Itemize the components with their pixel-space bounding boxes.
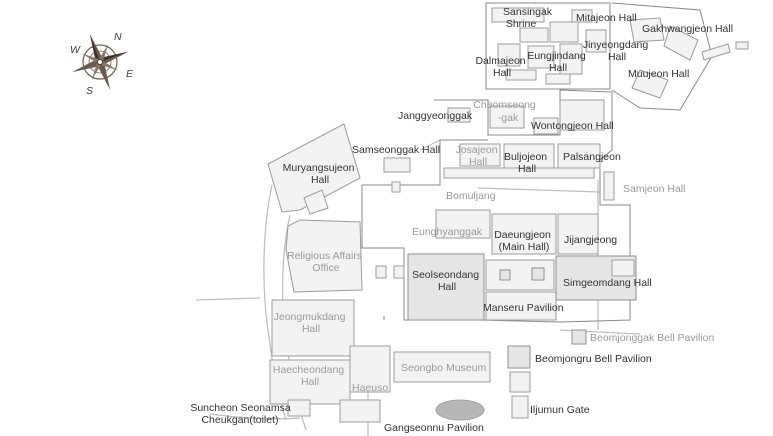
label-bomuljang: Bomuljang [446,190,496,202]
label-palsangjeon: Palsangjeon [563,151,621,163]
labels: Sansingak Shrine Mitajeon Hall Gakhwangj… [190,6,733,434]
compass-rose-icon: N E S W [70,31,134,97]
label-cheomseong: Cheomseong -gak [473,99,538,124]
compass-w: W [70,44,81,56]
label-jinyeongdang: Jinyeongdang Hall [583,39,651,63]
label-simgeomdang: Simgeomdang Hall [563,277,652,289]
label-sansingak: Sansingak Shrine [503,6,555,30]
compass-s: S [86,85,93,97]
label-jijangjeong: Jijangjeong [564,234,617,246]
label-gakhwangjeon: Gakhwangjeon Hall [642,23,733,35]
label-suncheon: Suncheon Seonamsa Cheukgan(toilet) [190,402,293,426]
buildings [267,7,749,423]
label-janggyeonggak: Janggyeonggak [398,110,473,122]
compass-n: N [114,31,122,43]
label-josajeon: Josajeon Hall [456,144,501,168]
label-haecheondang: Haecheondang Hall [273,364,347,388]
label-seolseondang: Seolseondang Hall [412,269,482,293]
label-manseru: Manseru Pavilion [483,302,564,314]
label-daeungjeon: Daeungjeon (Main Hall) [494,229,554,253]
label-beomjonggak: Beomjonggak Bell Pavilion [590,332,714,344]
label-religious: Religious Affairs Office [287,250,365,274]
label-muryangsujeon: Muryangsujeon Hall [283,162,358,186]
label-haeuso: Haeuso [352,382,388,394]
label-seongbo: Seongbo Museum [401,362,486,374]
label-mitajeon: Mitajeon Hall [576,12,637,24]
compass-e: E [126,68,134,80]
label-beomjongru: Beomjongru Bell Pavilion [535,353,652,365]
label-samjeon: Samjeon Hall [623,183,685,195]
label-dalmajeon: Dalmajeon Hall [475,55,528,79]
label-buljojeon: Buljojeon Hall [504,151,550,175]
label-gangseonnu: Gangseonnu Pavilion [384,422,484,434]
label-samseonggak: Samseonggak Hall [352,144,440,156]
label-eungjindang: Eungjindang Hall [527,50,588,74]
label-iljumun: Iljumun Gate [530,404,590,416]
label-jeongmukdang: Jeongmukdang Hall [274,311,349,335]
label-eunghyanggak: Eunghyanggak [412,226,483,238]
label-muujeon: Muujeon Hall [628,68,689,80]
label-wontongjeon: Wontongjeon Hall [531,120,614,132]
